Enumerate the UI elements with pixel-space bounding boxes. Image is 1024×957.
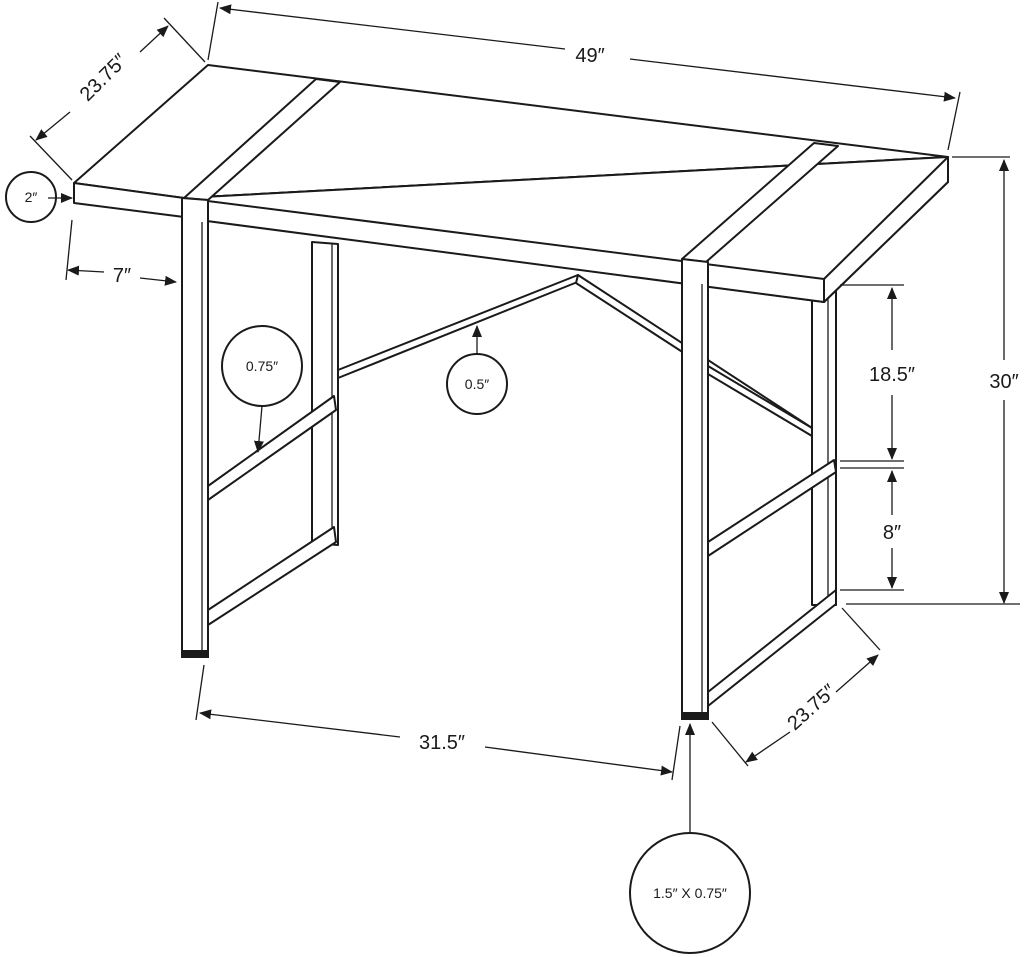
front-right-leg bbox=[681, 258, 709, 720]
dimension-lines bbox=[29, 1, 1020, 781]
callout-circle-thickness bbox=[5, 171, 57, 223]
label-top-width: 49″ bbox=[575, 45, 604, 67]
front-left-leg bbox=[181, 197, 209, 658]
label-brace-thickness: 0.75″ bbox=[246, 358, 278, 374]
label-lower-opening: 8″ bbox=[883, 522, 901, 544]
back-left-leg bbox=[311, 241, 339, 546]
back-right-leg bbox=[811, 282, 837, 606]
label-overhang: 7″ bbox=[113, 265, 131, 287]
label-leg-profile: 1.5″ X 0.75″ bbox=[653, 885, 727, 901]
desk-drawing bbox=[73, 64, 949, 720]
tabletop bbox=[73, 64, 949, 303]
label-upper-opening: 18.5″ bbox=[869, 364, 915, 386]
label-cross-brace: 0.5″ bbox=[465, 376, 489, 392]
label-base-depth: 23.75″ bbox=[783, 680, 840, 735]
cross-brace bbox=[337, 274, 813, 437]
label-leg-span: 31.5″ bbox=[419, 732, 465, 754]
label-top-depth: 23.75″ bbox=[76, 50, 132, 106]
label-thickness: 2″ bbox=[25, 189, 38, 205]
label-total-height: 30″ bbox=[989, 371, 1018, 393]
callouts bbox=[5, 171, 751, 954]
